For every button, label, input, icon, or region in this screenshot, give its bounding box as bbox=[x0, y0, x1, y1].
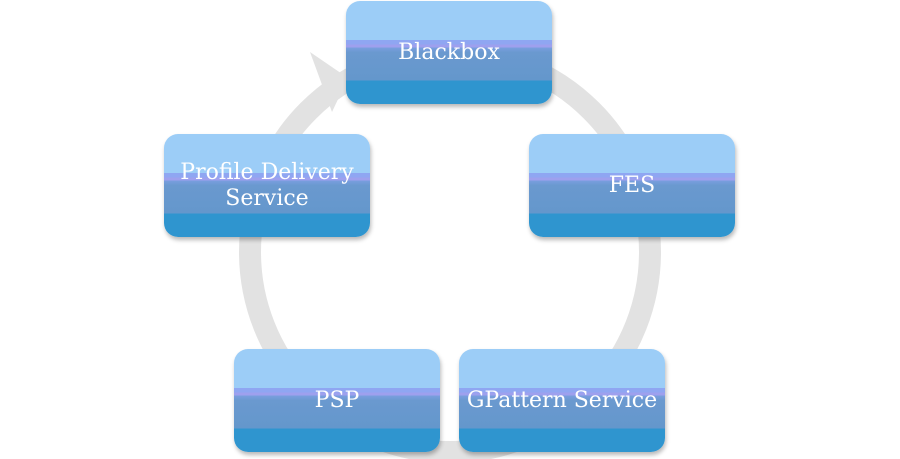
node-gpattern-service-label: GPattern Service bbox=[466, 387, 658, 413]
node-profile-delivery-service: Profile Delivery Service bbox=[164, 134, 370, 237]
node-fes: FES bbox=[529, 134, 735, 237]
node-psp-label: PSP bbox=[314, 387, 360, 413]
node-fes-label: FES bbox=[608, 172, 656, 198]
node-blackbox: Blackbox bbox=[346, 1, 552, 104]
node-profile-delivery-service-label: Profile Delivery Service bbox=[180, 159, 354, 211]
node-gpattern-service: GPattern Service bbox=[459, 349, 665, 452]
node-psp: PSP bbox=[234, 349, 440, 452]
cycle-arrow-head bbox=[310, 52, 348, 112]
node-blackbox-label: Blackbox bbox=[398, 39, 500, 65]
